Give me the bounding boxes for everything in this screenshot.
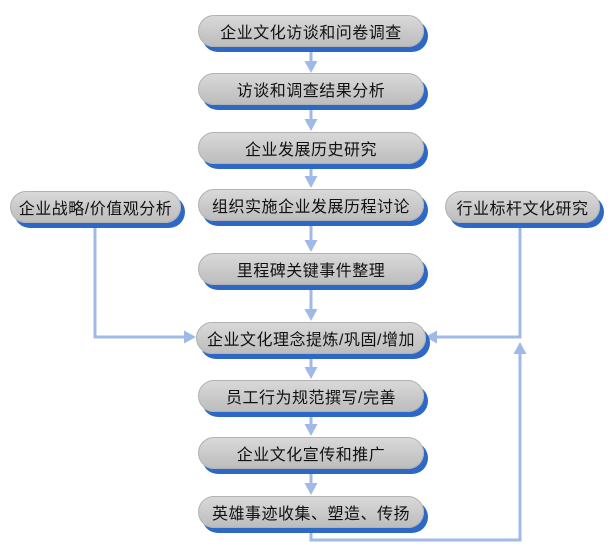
- arrowhead-left-branch-to-step6: [184, 330, 196, 344]
- node-strategy-values: 企业战略/价值观分析: [10, 191, 181, 223]
- arrowhead-step4-to-step5: [304, 240, 318, 252]
- node-benchmark-research: 行业标杆文化研究: [445, 191, 600, 223]
- node-strategy-values-label: 企业战略/价值观分析: [18, 201, 173, 218]
- arrowhead-step3-to-step4: [304, 176, 318, 188]
- node-history-research: 企业发展历史研究: [198, 132, 424, 164]
- arrow-right-branch-to-step6: [437, 223, 522, 339]
- node-culture-refine-label: 企业文化理念提炼/巩固/增加: [207, 332, 415, 349]
- node-hero-stories: 英雄事迹收集、塑造、传扬: [198, 496, 424, 528]
- arrowhead-step5-to-step6: [304, 309, 318, 321]
- arrowhead-step8-to-step9: [304, 483, 318, 495]
- node-milestone-events: 里程碑关键事件整理: [198, 253, 424, 285]
- arrowhead-right-branch-to-step6: [425, 330, 437, 344]
- node-survey-analysis: 访谈和调查结果分析: [198, 73, 424, 105]
- node-culture-refine: 企业文化理念提炼/巩固/增加: [196, 322, 426, 354]
- node-development-discussion-label: 组织实施企业发展历程讨论: [211, 199, 410, 216]
- node-culture-promotion-label: 企业文化宣传和推广: [236, 447, 386, 464]
- node-survey-analysis-label: 访谈和调查结果分析: [236, 83, 386, 100]
- arrowhead-step2-to-step3: [304, 119, 318, 131]
- node-staff-conduct-label: 员工行为规范撰写/完善: [226, 390, 396, 407]
- node-development-discussion: 组织实施企业发展历程讨论: [198, 189, 424, 221]
- node-hero-stories-label: 英雄事迹收集、塑造、传扬: [211, 506, 410, 523]
- node-culture-promotion: 企业文化宣传和推广: [198, 437, 424, 469]
- arrowhead-step1-to-step2: [304, 61, 318, 73]
- arrow-left-branch-to-step6: [93, 223, 184, 339]
- node-benchmark-research-label: 行业标杆文化研究: [456, 201, 589, 218]
- node-culture-survey: 企业文化访谈和问卷调查: [198, 15, 424, 47]
- arrowhead-feedback-step9-to-step6: [513, 342, 527, 354]
- node-milestone-events-label: 里程碑关键事件整理: [236, 263, 386, 280]
- arrowhead-step6-to-step7: [304, 367, 318, 379]
- arrow-feedback-step9-to-step6: [309, 354, 522, 542]
- node-culture-survey-label: 企业文化访谈和问卷调查: [220, 25, 402, 42]
- node-staff-conduct: 员工行为规范撰写/完善: [198, 380, 424, 412]
- arrowhead-step7-to-step8: [304, 424, 318, 436]
- node-history-research-label: 企业发展历史研究: [244, 142, 377, 159]
